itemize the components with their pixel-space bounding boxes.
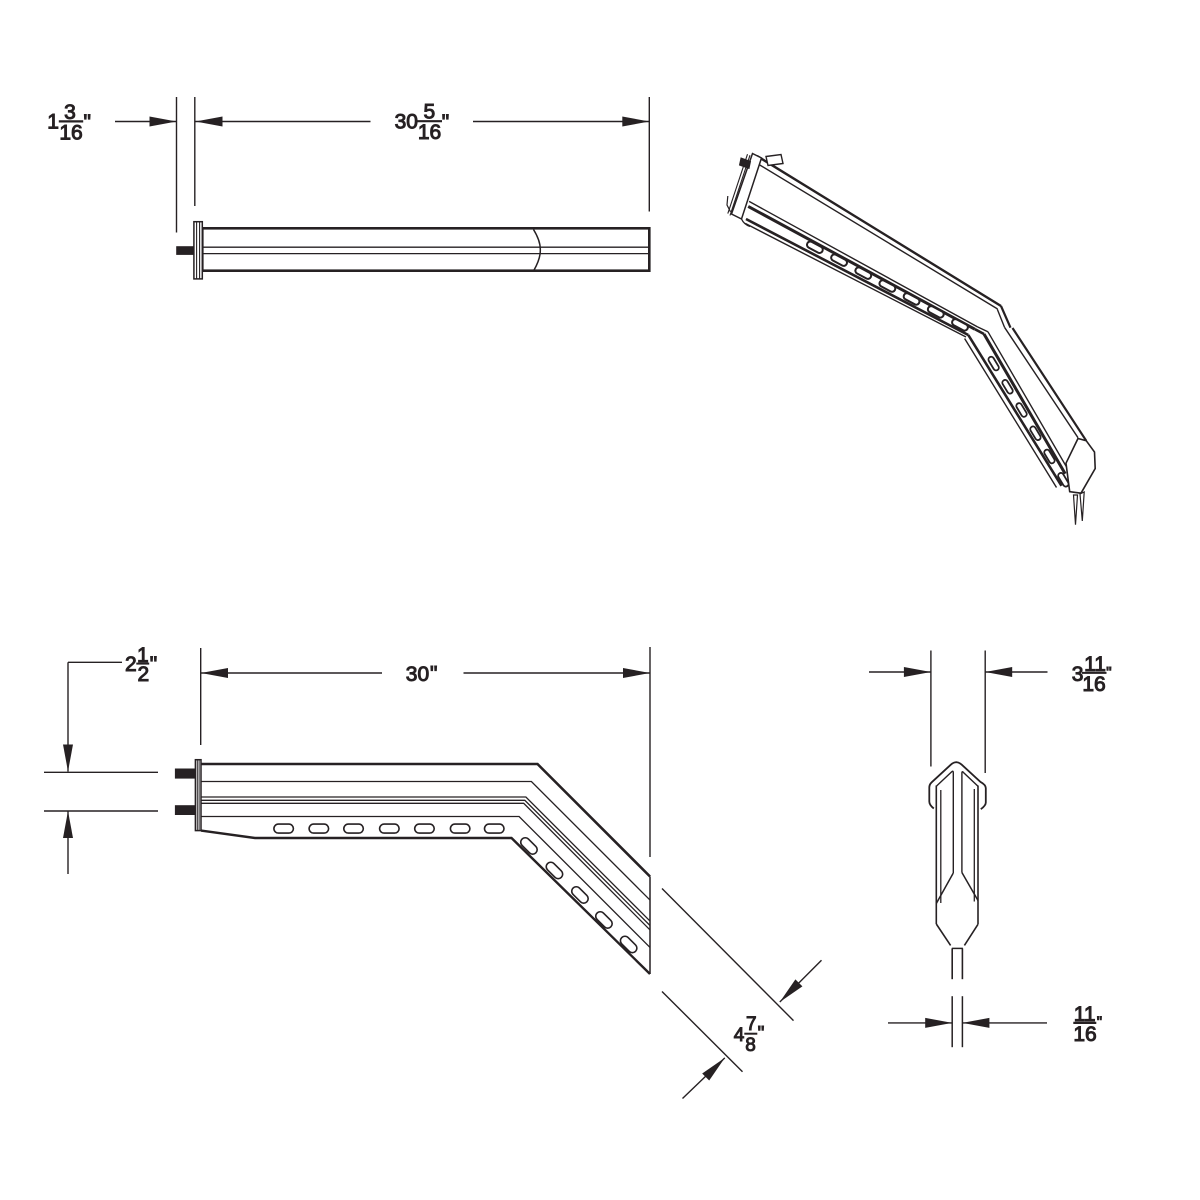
svg-text:30: 30 [395, 111, 418, 134]
svg-text:2: 2 [137, 663, 149, 686]
svg-text:30: 30 [406, 663, 429, 686]
svg-text:2: 2 [125, 653, 137, 676]
svg-text:3: 3 [64, 101, 76, 124]
svg-text:1: 1 [47, 111, 59, 134]
svg-text:8: 8 [745, 1035, 756, 1056]
svg-text:": " [1106, 664, 1111, 681]
svg-text:11: 11 [1074, 1003, 1096, 1026]
svg-text:": " [758, 1023, 765, 1044]
svg-text:16: 16 [1082, 673, 1105, 696]
svg-text:7: 7 [746, 1014, 757, 1035]
svg-text:": " [84, 111, 91, 134]
svg-text:": " [1097, 1014, 1102, 1031]
svg-text:": " [442, 111, 449, 134]
svg-text:": " [430, 663, 437, 686]
svg-text:16: 16 [418, 121, 441, 144]
svg-text:3: 3 [1072, 663, 1084, 686]
svg-text:16: 16 [1073, 1023, 1096, 1046]
svg-text:": " [150, 653, 157, 676]
svg-text:11: 11 [1084, 653, 1106, 676]
svg-text:4: 4 [734, 1025, 745, 1046]
svg-text:1: 1 [137, 644, 149, 667]
svg-text:16: 16 [59, 121, 82, 144]
svg-text:5: 5 [423, 101, 435, 124]
